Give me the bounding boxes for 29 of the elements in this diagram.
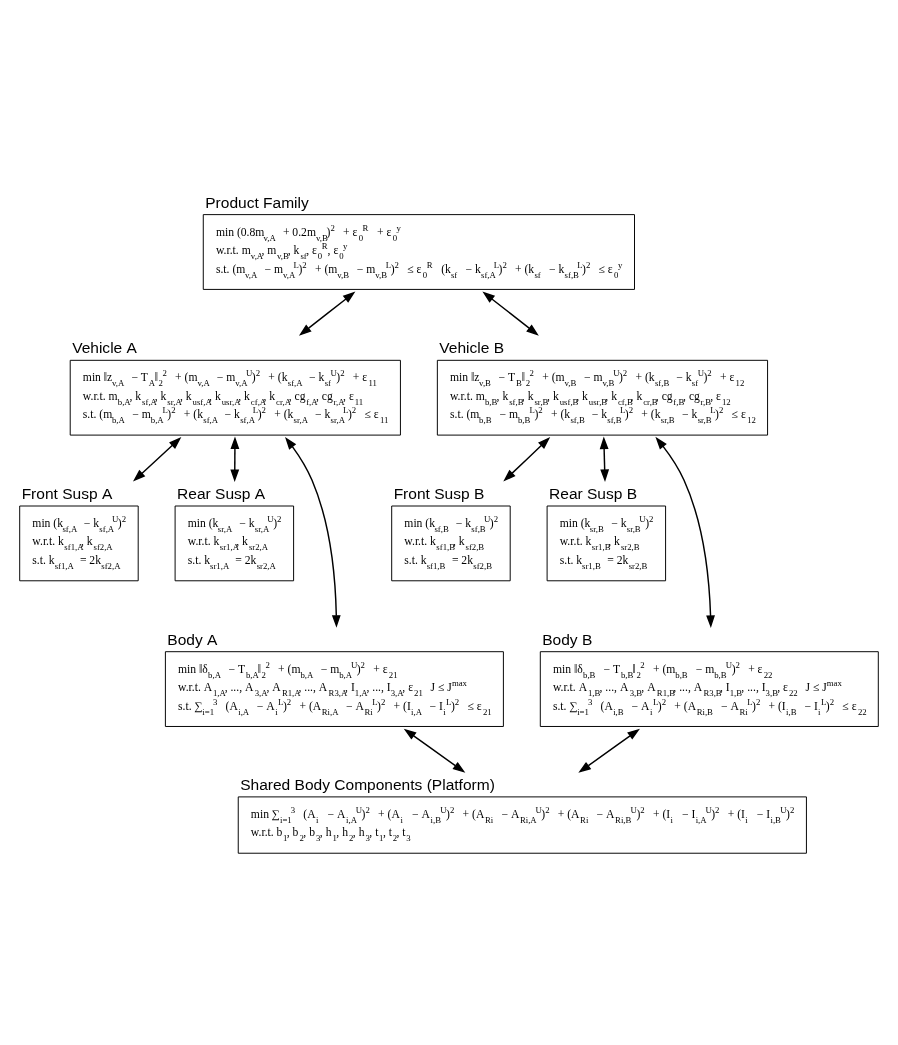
node-label: Shared Body Components (Platform) bbox=[240, 775, 495, 793]
arrow bbox=[230, 435, 240, 482]
node-label: Rear Susp B bbox=[549, 484, 638, 502]
arrow bbox=[578, 728, 640, 773]
node-box: min ∑$_{i=1}$$^{3}$ (A$_{i}$ − A$_{i,A}$$^{U}$)$^{2}$ + (A$_{i}$ − A$_{i,B}$$^{U}$)$^{2}$ + (A$_{Ri}$ − A$_{Ri,A}$$^{U}$)$^{2}$ + (A$_{Ri}$ − A$_{Ri,B}$$^{U}$)$^{2}$ + (I$_{i}$ − I$_{i,A}$$^{U}$)$^{2}$ + (I$_{i}$ − I$_{i,B}$$^{U}$)$^{2}$ w.r.t. b$_{1}$, b$_{2}$, b$_{3}$, h$_{1}$, h$_{2}$, h$_{3}$, t$_{1}$, t$_{2}$, t$_{3}$ bbox=[237, 795, 807, 854]
arrow bbox=[655, 436, 715, 628]
node-box: min (k$_{sf,A}$ − k$_{sf,A}$$^{U}$)$^{2}$ w.r.t. k$_{sf1,A}$, k$_{sf2,A}$ s.t. k$_{sf1,A}$ = 2k$_{sf2,A}$ bbox=[19, 505, 139, 581]
node-label: Body A bbox=[167, 630, 218, 648]
node-label: Product Family bbox=[205, 193, 309, 211]
node-label: Body B bbox=[542, 630, 593, 648]
arrow bbox=[132, 436, 182, 482]
arrow bbox=[298, 291, 356, 336]
node-box: min (k$_{sf,B}$ − k$_{sf,B}$$^{U}$)$^{2}$ w.r.t. k$_{sf1,B}$, k$_{sf2,B}$ s.t. k$_{sf1,B}$ = 2k$_{sf2,B}$ bbox=[391, 505, 511, 581]
arrow bbox=[503, 436, 551, 482]
arrow bbox=[482, 291, 539, 336]
node-box: min ‖z$_{v,B}$ − T$_{B}$‖$_{2}$$^{2}$ + (m$_{v,B}$ − m$_{v,B}$$^{U}$)$^{2}$ + (k$_{sf,B}$ − k$_{sf}$$^{U}$)$^{2}$ + ε$_{12}$ w.r.t. m$_{b,B}$, k$_{sf,B}$, k$_{sr,B}$, k$_{usf,B}$, k$_{usr,B}$, k$_{cf,B}$, k$_{cr,B}$, cg$_{f,B}$, cg$_{r,B}$, ε$_{12}$ s.t. (m$_{b,B}$ − m$_{b,B}$$^{L}$)$^{2}$ + (k$_{sf,B}$ − k$_{sf,B}$$^{L}$)$^{2}$ + (k$_{sr,B}$ − k$_{sr,B}$$^{L}$)$^{2}$ ≤ ε$_{12}$ bbox=[436, 359, 769, 436]
arrow bbox=[403, 728, 466, 773]
node-box: min (k$_{sr,B}$ − k$_{sr,B}$$^{U}$)$^{2}$ w.r.t. k$_{sr1,B}$, k$_{sr2,B}$ s.t. k$_{sr1,B}$ = 2k$_{sr2,B}$ bbox=[546, 505, 667, 581]
node-label: Front Susp B bbox=[393, 484, 485, 502]
node-box: min ‖δ$_{b,A}$ − T$_{b,A}$‖$_{2}$$^{2}$ + (m$_{b,A}$ − m$_{b,A}$$^{U}$)$^{2}$ + ε$_{21}$ w.r.t. A$_{1,A}$, ..., A$_{3,A}$, A$_{R1,A}$, ..., A$_{R3,A}$, I$_{1,A}$, ..., I$_{3,A}$, ε$_{21}$ J ≤ J$^{max}$ s.t. ∑$_{i=1}$$^{3}$ (A$_{i,A}$ − A$_{i}$$^{L}$)$^{2}$ + (A$_{Ri,A}$ − A$_{Ri}$$^{L}$)$^{2}$ + (I$_{i,A}$ − I$_{i}$$^{L}$)$^{2}$ ≤ ε$_{21}$ bbox=[164, 650, 504, 727]
node-label: Vehicle B bbox=[439, 338, 505, 356]
arrow bbox=[285, 436, 341, 628]
node-label: Front Susp A bbox=[21, 484, 113, 502]
arrow bbox=[599, 435, 610, 482]
node-box: min (k$_{sr,A}$ − k$_{sr,A}$$^{U}$)$^{2}$ w.r.t. k$_{sr1,A}$, k$_{sr2,A}$ s.t. k$_{sr1,A}$ = 2k$_{sr2,A}$ bbox=[174, 505, 295, 581]
node-box: min ‖δ$_{b,B}$ − T$_{b,B}$‖$_{2}$$^{2}$ + (m$_{b,B}$ − m$_{b,B}$$^{U}$)$^{2}$ + ε$_{22}$ w.r.t. A$_{1,B}$, ..., A$_{3,B}$, A$_{R1,B}$, ..., A$_{R3,B}$, I$_{1,B}$, ..., I$_{3,B}$, ε$_{22}$ J ≤ J$^{max}$ s.t. ∑$_{i=1}$$^{3}$ (A$_{i,B}$ − A$_{i}$$^{L}$)$^{2}$ + (A$_{Ri,B}$ − A$_{Ri}$$^{L}$)$^{2}$ + (I$_{i,B}$ − I$_{i}$$^{L}$)$^{2}$ ≤ ε$_{22}$ bbox=[539, 650, 879, 727]
node-label: Vehicle A bbox=[72, 338, 137, 356]
node-label: Rear Susp A bbox=[177, 484, 266, 502]
node-box: min ‖z$_{v,A}$ − T$_{A}$‖$_{2}$$^{2}$ + (m$_{v,A}$ − m$_{v,A}$$^{U}$)$^{2}$ + (k$_{sf,A}$ − k$_{sf}$$^{U}$)$^{2}$ + ε$_{11}$ w.r.t. m$_{b,A}$, k$_{sf,A}$, k$_{sr,A}$, k$_{usf,A}$, k$_{usr,A}$, k$_{cf,A}$, k$_{cr,A}$, cg$_{f,A}$, cg$_{r,A}$, ε$_{11}$ s.t. (m$_{b,A}$ − m$_{b,A}$$^{L}$)$^{2}$ + (k$_{sf,A}$ − k$_{sf,A}$$^{L}$)$^{2}$ + (k$_{sr,A}$ − k$_{sr,A}$$^{L}$)$^{2}$ ≤ ε$_{11}$ bbox=[69, 359, 401, 436]
